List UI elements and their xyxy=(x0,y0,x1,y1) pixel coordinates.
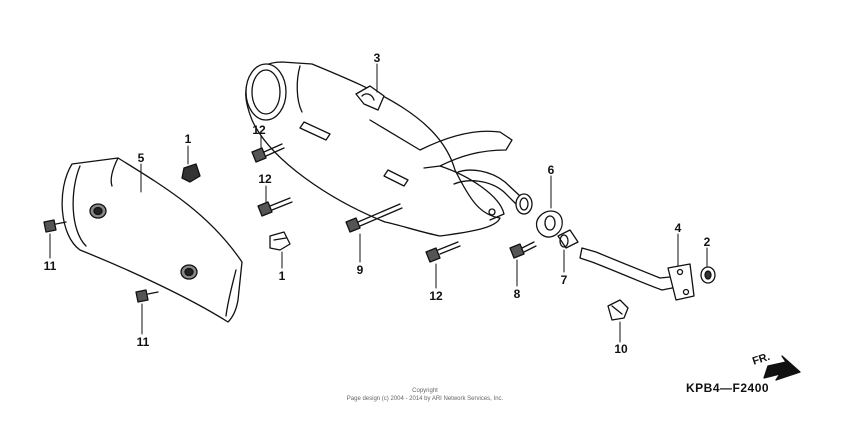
diagram-code: KPB4—F2400 xyxy=(686,381,770,395)
callout-6: 6 xyxy=(548,163,555,177)
front-label: FR. xyxy=(751,351,772,368)
callout-8: 8 xyxy=(514,287,521,301)
nut-1-upper xyxy=(181,163,201,183)
callout-10: 10 xyxy=(614,342,628,356)
muffler-protector xyxy=(61,157,243,323)
sleeve-7 xyxy=(557,229,579,249)
cap-nut-10 xyxy=(607,299,629,321)
copyright-line-2: Page design (c) 2004 - 2014 by ARI Netwo… xyxy=(346,396,504,402)
gasket-2 xyxy=(700,266,716,284)
callout-9: 9 xyxy=(357,263,364,277)
copyright-line-1: Copyright xyxy=(412,388,438,394)
callout-11-upper: 11 xyxy=(44,259,57,273)
callout-1-upper: 1 xyxy=(185,132,192,146)
callout-2: 2 xyxy=(704,235,711,249)
leader-lines xyxy=(49,63,708,343)
gasket-6 xyxy=(535,210,563,238)
callout-3: 3 xyxy=(374,51,381,65)
callout-4: 4 xyxy=(675,221,682,235)
bolt-8 xyxy=(509,241,537,259)
callout-1-lower: 1 xyxy=(279,269,286,283)
bolt-12-b xyxy=(257,197,293,217)
nut-1-lower xyxy=(269,231,291,251)
callout-7: 7 xyxy=(561,273,568,287)
exhaust-pipe-4 xyxy=(579,247,695,301)
callout-5: 5 xyxy=(138,151,145,165)
front-arrow-icon xyxy=(763,355,801,381)
screw-11-lower xyxy=(135,289,159,303)
muffler-body xyxy=(245,61,521,237)
callout-12-a: 12 xyxy=(252,123,266,137)
callout-12-b: 12 xyxy=(258,172,272,186)
exhaust-pipe-end xyxy=(515,193,533,215)
callout-12-c: 12 xyxy=(429,289,443,303)
callout-11-lower: 11 xyxy=(137,335,150,349)
bolt-12-c xyxy=(425,241,461,263)
bolt-12-a xyxy=(251,143,285,163)
screw-11-upper xyxy=(43,219,67,233)
bolt-9 xyxy=(345,203,403,233)
